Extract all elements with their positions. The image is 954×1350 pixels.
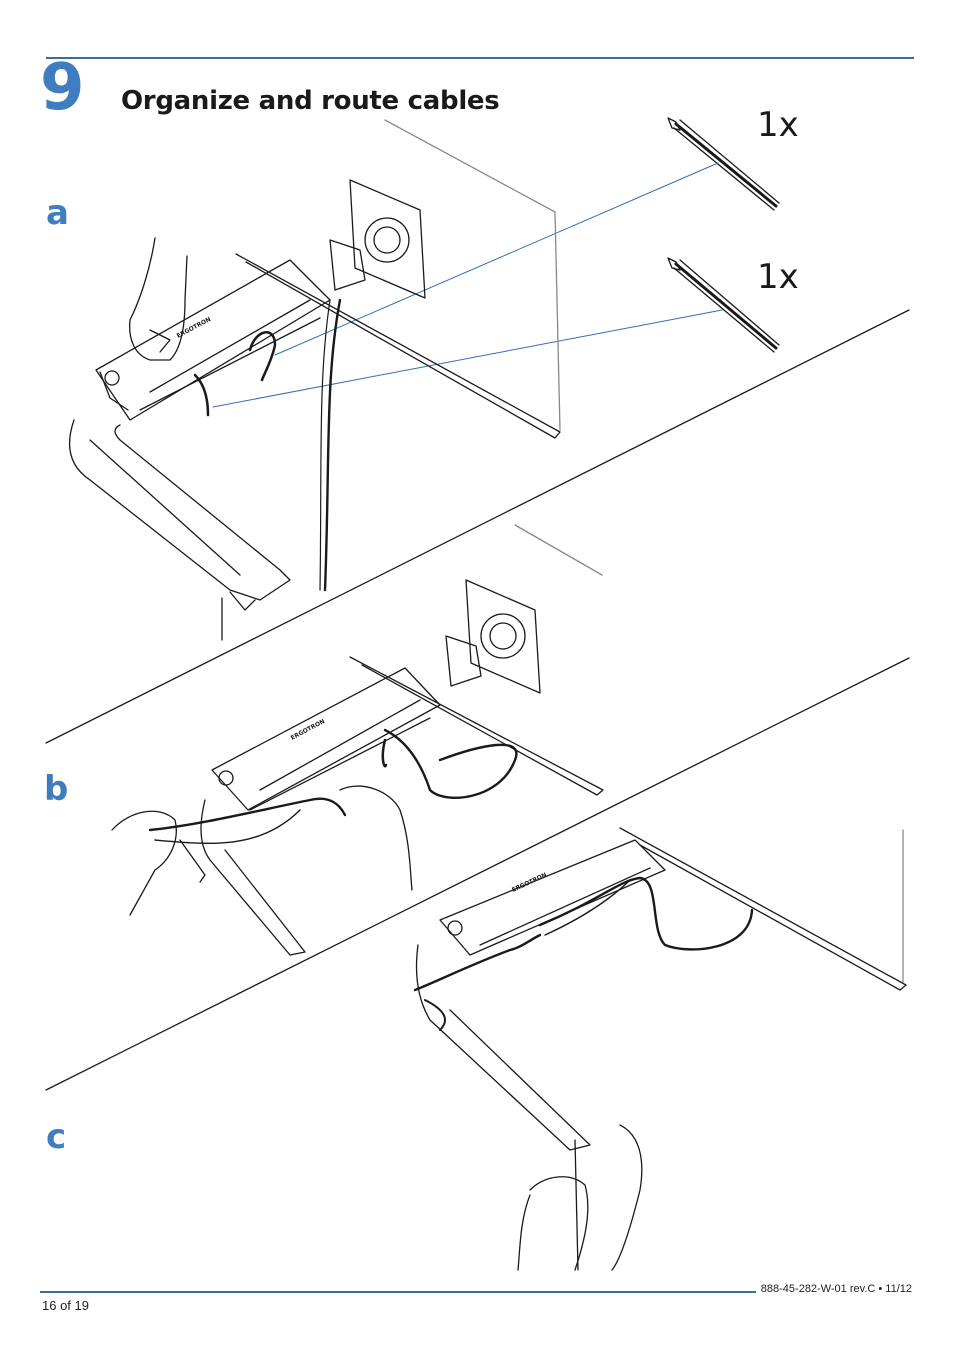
document-id: 888-45-282-W-01 rev.C • 11/12 <box>760 1283 912 1295</box>
cable-tie-quantity-1: 1x <box>757 105 799 145</box>
brand-mark: ERGOTRON <box>511 872 548 894</box>
footer-rule <box>40 1291 756 1293</box>
panel-c-drawing <box>413 827 907 1271</box>
cable-tie-icon <box>667 117 780 211</box>
panel-b-drawing <box>111 524 604 956</box>
cable-tie-icon <box>667 257 780 353</box>
brand-mark: ERGOTRON <box>176 316 212 340</box>
step-number: 9 <box>40 51 85 125</box>
panel-label-b: b <box>44 769 69 809</box>
panel-label-c: c <box>46 1117 67 1157</box>
brand-mark: ERGOTRON <box>290 718 326 742</box>
cable-tie-quantity-2: 1x <box>757 257 799 297</box>
step-title: Organize and route cables <box>121 86 500 116</box>
page-number: 16 of 19 <box>42 1298 89 1313</box>
panel-a-drawing <box>68 119 561 641</box>
panel-label-a: a <box>46 193 69 233</box>
header-rule <box>46 57 914 59</box>
